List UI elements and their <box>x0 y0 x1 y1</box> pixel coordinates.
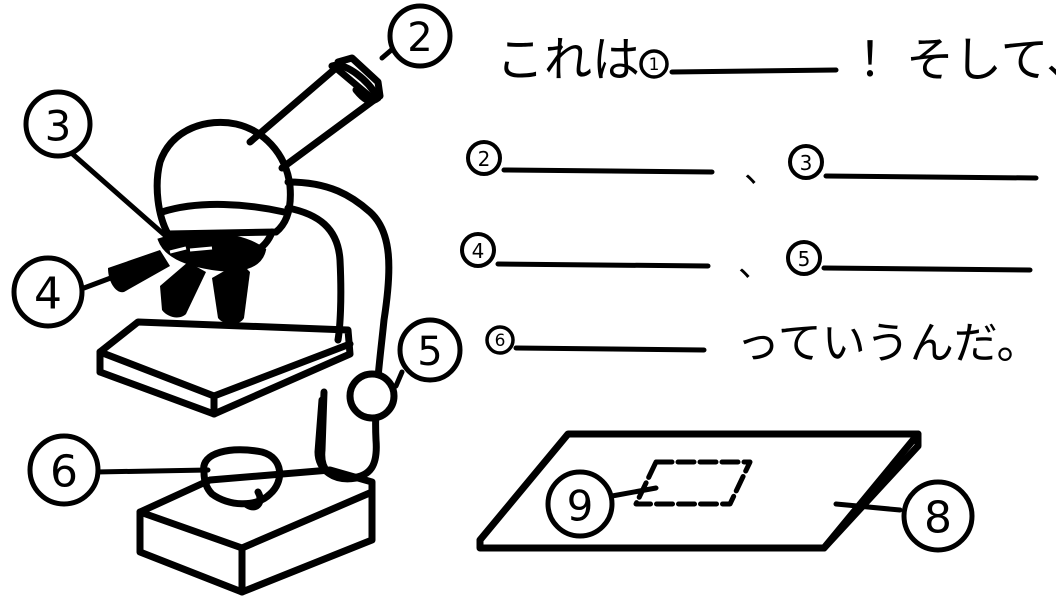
microscope-stage <box>100 322 350 414</box>
marker-9: 9 <box>548 472 612 536</box>
marker-5-label: 5 <box>417 329 442 375</box>
sentence-text: これは 1 ！そして、 2 、 3 4 、 5 6 っていうんだ。 <box>462 32 1056 369</box>
blank-line-1 <box>672 70 836 72</box>
marker-8: 8 <box>904 482 972 550</box>
marker-2: 2 <box>390 6 450 66</box>
blank-line-6 <box>516 348 704 350</box>
sentence-line4-suffix: っていうんだ。 <box>736 318 1040 369</box>
blank-line-5 <box>824 268 1030 270</box>
blank-marker-6-label: 6 <box>495 331 506 351</box>
microscope-eyepiece-tube <box>250 58 380 168</box>
marker-8-label: 8 <box>924 493 952 544</box>
marker-3: 3 <box>26 92 90 156</box>
glass-slide <box>480 434 918 548</box>
blank-line-4 <box>498 264 708 266</box>
blank-marker-3-label: 3 <box>800 151 813 175</box>
comma-2: 、 <box>738 245 772 285</box>
comma-1: 、 <box>744 151 778 191</box>
marker-3-label: 3 <box>45 102 72 151</box>
microscope-base <box>140 470 372 592</box>
cover-glass <box>636 462 750 504</box>
marker-4-label: 4 <box>34 269 62 320</box>
blank-line-2 <box>504 170 712 172</box>
blank-marker-1-label: 1 <box>649 55 660 75</box>
blank-marker-4-label: 4 <box>472 239 485 263</box>
marker-2-label: 2 <box>407 15 432 61</box>
marker-6-label: 6 <box>50 447 78 498</box>
marker-9-label: 9 <box>567 482 594 531</box>
blank-marker-2-label: 2 <box>478 147 491 171</box>
marker-6: 6 <box>30 436 98 504</box>
marker-4: 4 <box>14 258 82 326</box>
blank-marker-5-label: 5 <box>798 247 811 271</box>
sentence-line1-suffix: ！そして、 <box>858 32 1056 88</box>
microscope-drawing <box>100 58 394 592</box>
microscope-objectives <box>108 234 264 324</box>
microscope-focus-knob <box>350 374 394 418</box>
marker-5: 5 <box>400 320 460 380</box>
blank-line-3 <box>826 176 1036 178</box>
sentence-line1-prefix: これは <box>496 32 640 88</box>
